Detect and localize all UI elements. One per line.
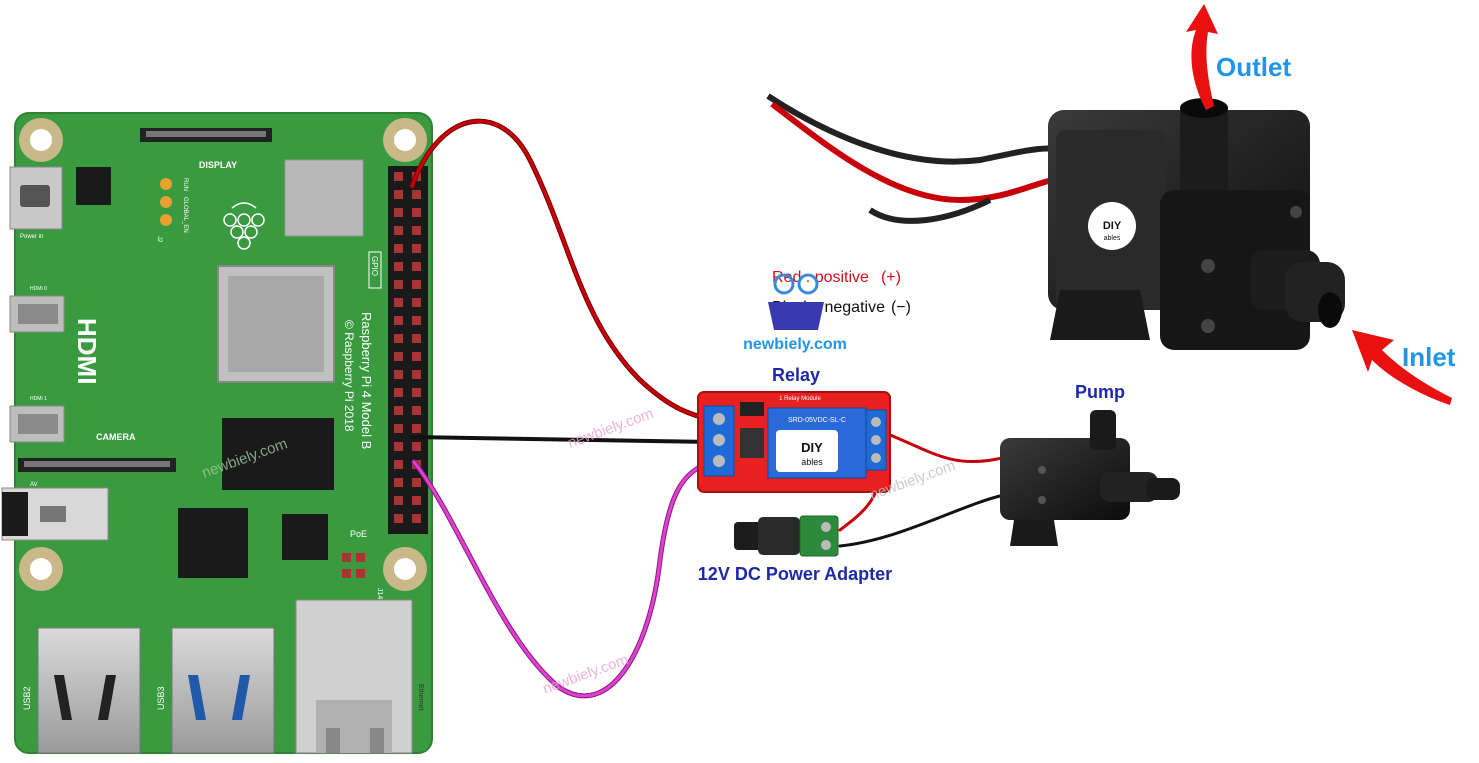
gpio-pin [412, 388, 421, 397]
gpio-pin [412, 262, 421, 271]
power-in-label: Power in [20, 234, 43, 240]
ethernet-port: Ethernet [295, 599, 424, 754]
gpio-pin [412, 514, 421, 523]
outlet-label: Outlet [1216, 52, 1291, 82]
gpio-pin [394, 190, 403, 199]
gpio-pin [394, 496, 403, 505]
relay-label: Relay [772, 365, 820, 385]
gpio-pin [412, 352, 421, 361]
gpio-pin [394, 478, 403, 487]
wires [409, 118, 1006, 699]
gpio-pin [394, 316, 403, 325]
gpio-pin [394, 262, 403, 271]
raspberry-pi-board: DISPLAY Power in RUN GLOBAL_EN J2 GPIO [1, 112, 433, 754]
usb3-port: USB3 [156, 627, 275, 754]
gpio-pin [394, 298, 403, 307]
gpio-pin [412, 280, 421, 289]
gpio-pin [412, 244, 421, 253]
legend-black-symbol: (−) [891, 299, 911, 316]
wire-red-5v [409, 118, 716, 423]
gpio-pin [394, 442, 403, 451]
gpio-pin [412, 424, 421, 433]
inlet-label: Inlet [1402, 342, 1456, 372]
gpio-pin [412, 442, 421, 451]
outlet-arrow-icon [1186, 4, 1218, 110]
svg-text:HDMI 1: HDMI 1 [30, 396, 47, 402]
wire-black-gnd [410, 435, 715, 444]
model-line1: Raspberry Pi 4 Model B [359, 312, 374, 449]
gpio-pin [394, 352, 403, 361]
newbiely-logo-icon [768, 273, 824, 330]
brand-label: newbiely.com [743, 336, 847, 353]
svg-text:ables: ables [801, 457, 823, 467]
gpio-pin [412, 370, 421, 379]
legend-red-symbol: (+) [881, 269, 901, 286]
gpio-pin [394, 460, 403, 469]
gpio-label: GPIO [370, 256, 379, 276]
gpio-pin [412, 316, 421, 325]
svg-text:GLOBAL_EN: GLOBAL_EN [182, 197, 188, 233]
gpio-pin [394, 226, 403, 235]
large-pump-logo: DIY [1103, 220, 1122, 232]
gpio-header [388, 166, 428, 534]
usb2-port: USB2 [22, 627, 141, 754]
gpio-pin [412, 226, 421, 235]
svg-text:HDMI 0: HDMI 0 [30, 286, 47, 292]
relay-model-text: SRD-05VDC-SL-C [788, 417, 846, 424]
hdmi-label: HDMI [72, 318, 102, 384]
display-label: DISPLAY [199, 160, 237, 170]
svg-text:USB3: USB3 [156, 686, 166, 710]
mounting-holes [19, 118, 427, 591]
large-pump: DIY ables [766, 93, 1345, 350]
wire-relay-pump-red [876, 428, 1004, 463]
gpio-pin [394, 514, 403, 523]
svg-text:ables: ables [1104, 235, 1121, 242]
gpio-pin [412, 406, 421, 415]
gpio-pin [394, 388, 403, 397]
svg-text:AV: AV [30, 482, 38, 488]
model-line2: © Raspberry Pi 2018 [342, 320, 356, 432]
gpio-pin [394, 172, 403, 181]
small-pump [1000, 410, 1180, 546]
pump-label: Pump [1075, 382, 1125, 402]
svg-text:newbiely.com: newbiely.com [566, 405, 656, 452]
legend-red-meaning: positive [815, 269, 869, 286]
svg-text:USB2: USB2 [22, 686, 32, 710]
legend-black-meaning: negative [824, 299, 885, 316]
wire-magenta-signal [411, 459, 716, 699]
power-adapter [734, 515, 839, 557]
run-header: RUN GLOBAL_EN J2 [156, 178, 188, 243]
gpio-pin [394, 406, 403, 415]
camera-label: CAMERA [96, 432, 136, 442]
relay-logo: DIY [801, 440, 823, 455]
gpio-pin [412, 478, 421, 487]
gpio-pin [412, 190, 421, 199]
relay-title-text: 1 Relay Module [779, 396, 821, 402]
inlet-arrow-icon [1352, 330, 1452, 405]
svg-text:J14: J14 [376, 588, 383, 599]
gpio-pin [412, 208, 421, 217]
gpio-pin [394, 280, 403, 289]
gpio-pin [394, 244, 403, 253]
gpio-pin [412, 334, 421, 343]
svg-text:RUN: RUN [182, 178, 188, 191]
gpio-pin [394, 208, 403, 217]
svg-text:newbiely.com: newbiely.com [541, 651, 631, 698]
gpio-pin [412, 298, 421, 307]
svg-text:J2: J2 [156, 236, 162, 243]
wire-adapter-pump-black [838, 493, 1006, 548]
power-adapter-label: 12V DC Power Adapter [698, 564, 892, 584]
relay-module: DIY ables SRD-05VDC-SL-C 1 Relay Module [697, 391, 891, 493]
gpio-pin [412, 496, 421, 505]
gpio-pin [394, 424, 403, 433]
gpio-pin [394, 370, 403, 379]
poe-label: PoE [350, 529, 367, 539]
raspberry-logo-icon [223, 202, 265, 250]
svg-text:Ethernet: Ethernet [417, 684, 424, 711]
gpio-pin [394, 334, 403, 343]
